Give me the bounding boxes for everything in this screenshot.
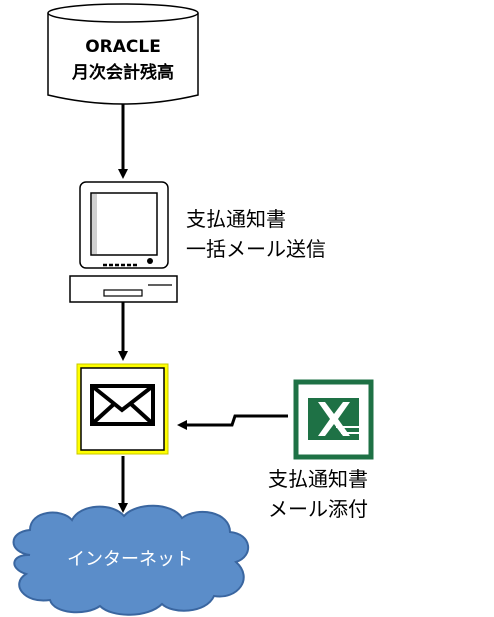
cloud-label: インターネット xyxy=(67,549,193,570)
computer-icon xyxy=(69,181,178,303)
database-cylinder-icon xyxy=(47,3,199,105)
arrow-excel-to-mail xyxy=(177,414,288,430)
database-label-line2: 月次会計残高 xyxy=(72,63,174,83)
pc-label-line2: 一括メール送信 xyxy=(186,237,326,261)
database-label-line1: ORACLE xyxy=(85,37,161,57)
excel-label-line1: 支払通知書 xyxy=(268,467,368,491)
pc-label-line1: 支払通知書 xyxy=(186,207,286,231)
excel-icon xyxy=(293,379,374,460)
envelope-icon xyxy=(76,363,169,455)
excel-label-line2: メール添付 xyxy=(268,497,368,521)
cloud-icon xyxy=(12,504,249,616)
